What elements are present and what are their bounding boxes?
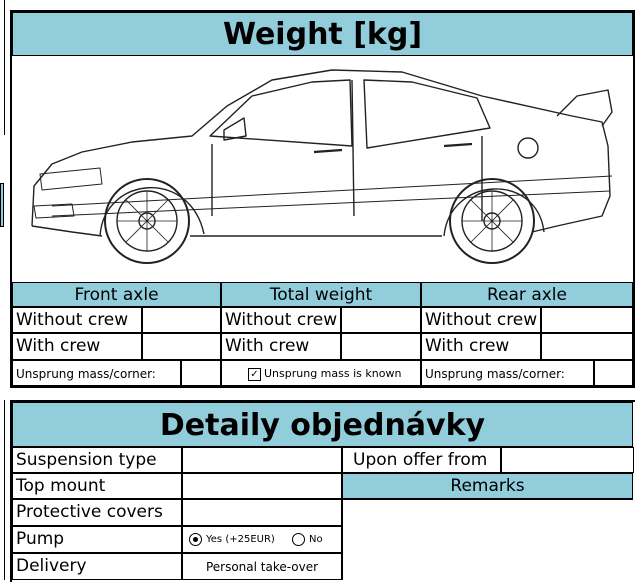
car-illustration [12,56,633,282]
front-with-crew-input[interactable] [142,333,221,360]
total-with-crew-label: With crew [221,333,341,360]
upon-offer-from-input[interactable] [501,447,634,473]
remarks-header: Remarks [342,473,633,499]
rear-unsprung-label: Unsprung mass/corner: [421,360,594,386]
weight-title: Weight [kg] [12,12,633,56]
front-without-crew-input[interactable] [142,307,221,333]
radio-empty-icon[interactable] [292,532,306,546]
radio-selected-icon[interactable] [189,532,202,546]
total-without-crew-input[interactable] [341,307,421,333]
top-mount-input[interactable] [182,473,342,499]
checkbox-checked-icon[interactable]: ✓ [248,367,261,381]
order-title: Detaily objednávky [12,402,633,447]
front-axle-header: Front axle [12,282,221,307]
upon-offer-from-label: Upon offer from [342,447,501,473]
front-unsprung-input[interactable] [181,360,221,386]
left-edge-line-bottom [0,400,5,580]
car-side-outline-icon [31,69,613,264]
order-section [10,400,635,582]
front-without-crew-label: Without crew [12,307,142,333]
protective-covers-label: Protective covers [12,499,182,526]
pump-options: Yes (+25EUR) No [182,526,342,553]
total-with-crew-input[interactable] [341,333,421,360]
rear-with-crew-label: With crew [421,333,541,360]
left-edge-block [0,183,4,227]
pump-yes-label: Yes (+25EUR) [206,534,275,545]
pump-no-radio[interactable]: No [292,532,323,546]
protective-covers-input[interactable] [182,499,342,526]
top-mount-label: Top mount [12,473,182,499]
suspension-type-label: Suspension type [12,447,182,473]
rear-without-crew-label: Without crew [421,307,541,333]
weight-section [10,10,635,388]
left-edge-line-top [0,0,5,135]
delivery-label: Delivery [12,553,182,580]
total-without-crew-label: Without crew [221,307,341,333]
front-unsprung-label: Unsprung mass/corner: [12,360,181,386]
pump-no-label: No [309,534,323,545]
rear-unsprung-input[interactable] [594,360,633,386]
pump-label: Pump [12,526,182,553]
remarks-input[interactable] [342,499,633,580]
unsprung-known-label: Unsprung mass is known [264,367,402,380]
unsprung-known-checkbox[interactable]: ✓Unsprung mass is known [221,360,421,386]
suspension-type-input[interactable] [182,447,342,473]
rear-without-crew-input[interactable] [541,307,633,333]
front-with-crew-label: With crew [12,333,142,360]
rear-with-crew-input[interactable] [541,333,633,360]
rear-axle-header: Rear axle [421,282,633,307]
delivery-select[interactable]: Personal take-over [182,553,342,580]
pump-yes-radio[interactable]: Yes (+25EUR) [189,532,275,546]
total-weight-header: Total weight [221,282,421,307]
